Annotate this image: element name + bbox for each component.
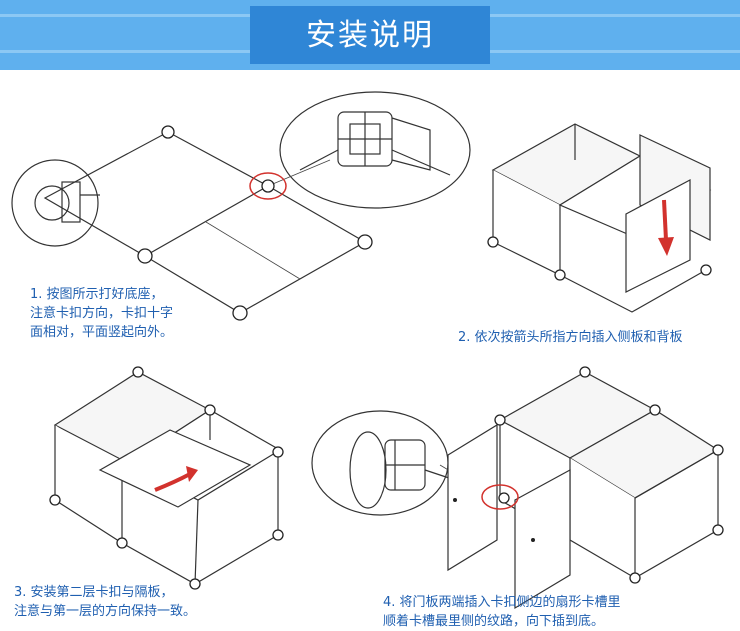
page-title: 安装说明 xyxy=(306,18,434,53)
zoom-connector-1b xyxy=(34,181,100,223)
door-panel xyxy=(514,468,571,610)
assembly-diagram xyxy=(11,91,724,610)
step4-line1: 4. 将门板两端插入卡扣侧边的扇形卡槽里 xyxy=(383,595,621,610)
step2-caption: 2. 依次按箭头所指方向插入侧板和背板 xyxy=(458,328,683,347)
connector-node xyxy=(487,236,499,248)
step1-caption: 1. 按图所示打好底座， 注意卡扣方向，卡扣十字 面相对，平面竖起向外。 xyxy=(30,285,173,342)
connector-node xyxy=(700,264,712,276)
connector-node xyxy=(272,446,284,458)
header-banner: 安装说明 xyxy=(0,0,740,70)
step4-door-illustration xyxy=(311,366,724,610)
connector-node xyxy=(132,366,144,378)
door-panel xyxy=(447,423,498,572)
step1-line2: 注意卡扣方向，卡扣十字 xyxy=(30,306,174,321)
step2-line1: 2. 依次按箭头所指方向插入侧板和背板 xyxy=(458,330,683,345)
connector-node xyxy=(261,179,275,193)
banner-background xyxy=(0,0,740,70)
step1-line1: 1. 按图所示打好底座， xyxy=(30,287,164,302)
connector-node xyxy=(554,269,566,281)
connector-node xyxy=(189,578,201,590)
connector-node xyxy=(272,529,284,541)
step4-line2: 顺着卡槽最里侧的纹路，向下插到底。 xyxy=(383,614,605,629)
connector-node xyxy=(116,537,128,549)
step3-caption: 3. 安装第二层卡扣与隔板， 注意与第一层的方向保持一致。 xyxy=(14,583,196,621)
step3-line2: 注意与第一层的方向保持一致。 xyxy=(14,604,197,619)
red-arrow-down-icon xyxy=(658,199,674,256)
connector-node xyxy=(629,572,641,584)
zoom-oval-1 xyxy=(279,91,471,209)
step3-line1: 3. 安装第二层卡扣与隔板， xyxy=(14,585,174,600)
connector-node xyxy=(712,444,724,456)
connector-node xyxy=(498,492,510,504)
connector-node xyxy=(204,404,216,416)
highlight-circle xyxy=(249,172,287,200)
connector-node xyxy=(137,248,153,264)
highlight-circle xyxy=(481,484,519,510)
red-arrow-curve-icon xyxy=(154,466,198,492)
zoom-connector-1 xyxy=(299,111,451,176)
connector-node xyxy=(161,125,175,139)
connector-node xyxy=(649,404,661,416)
step2-panels-illustration xyxy=(487,123,712,313)
connector-node xyxy=(232,305,248,321)
step1-base-illustration xyxy=(11,91,471,321)
connector-node xyxy=(357,234,373,250)
step4-caption: 4. 将门板两端插入卡扣侧边的扇形卡槽里 顺着卡槽最里侧的纹路，向下插到底。 xyxy=(383,593,621,631)
connector-node xyxy=(494,414,506,426)
connector-node xyxy=(712,524,724,536)
zoom-circle-1 xyxy=(11,159,99,247)
step3-layer-illustration xyxy=(49,366,284,590)
connector-node xyxy=(579,366,591,378)
step1-line3: 面相对，平面竖起向外。 xyxy=(30,325,174,340)
connector-node xyxy=(49,494,61,506)
